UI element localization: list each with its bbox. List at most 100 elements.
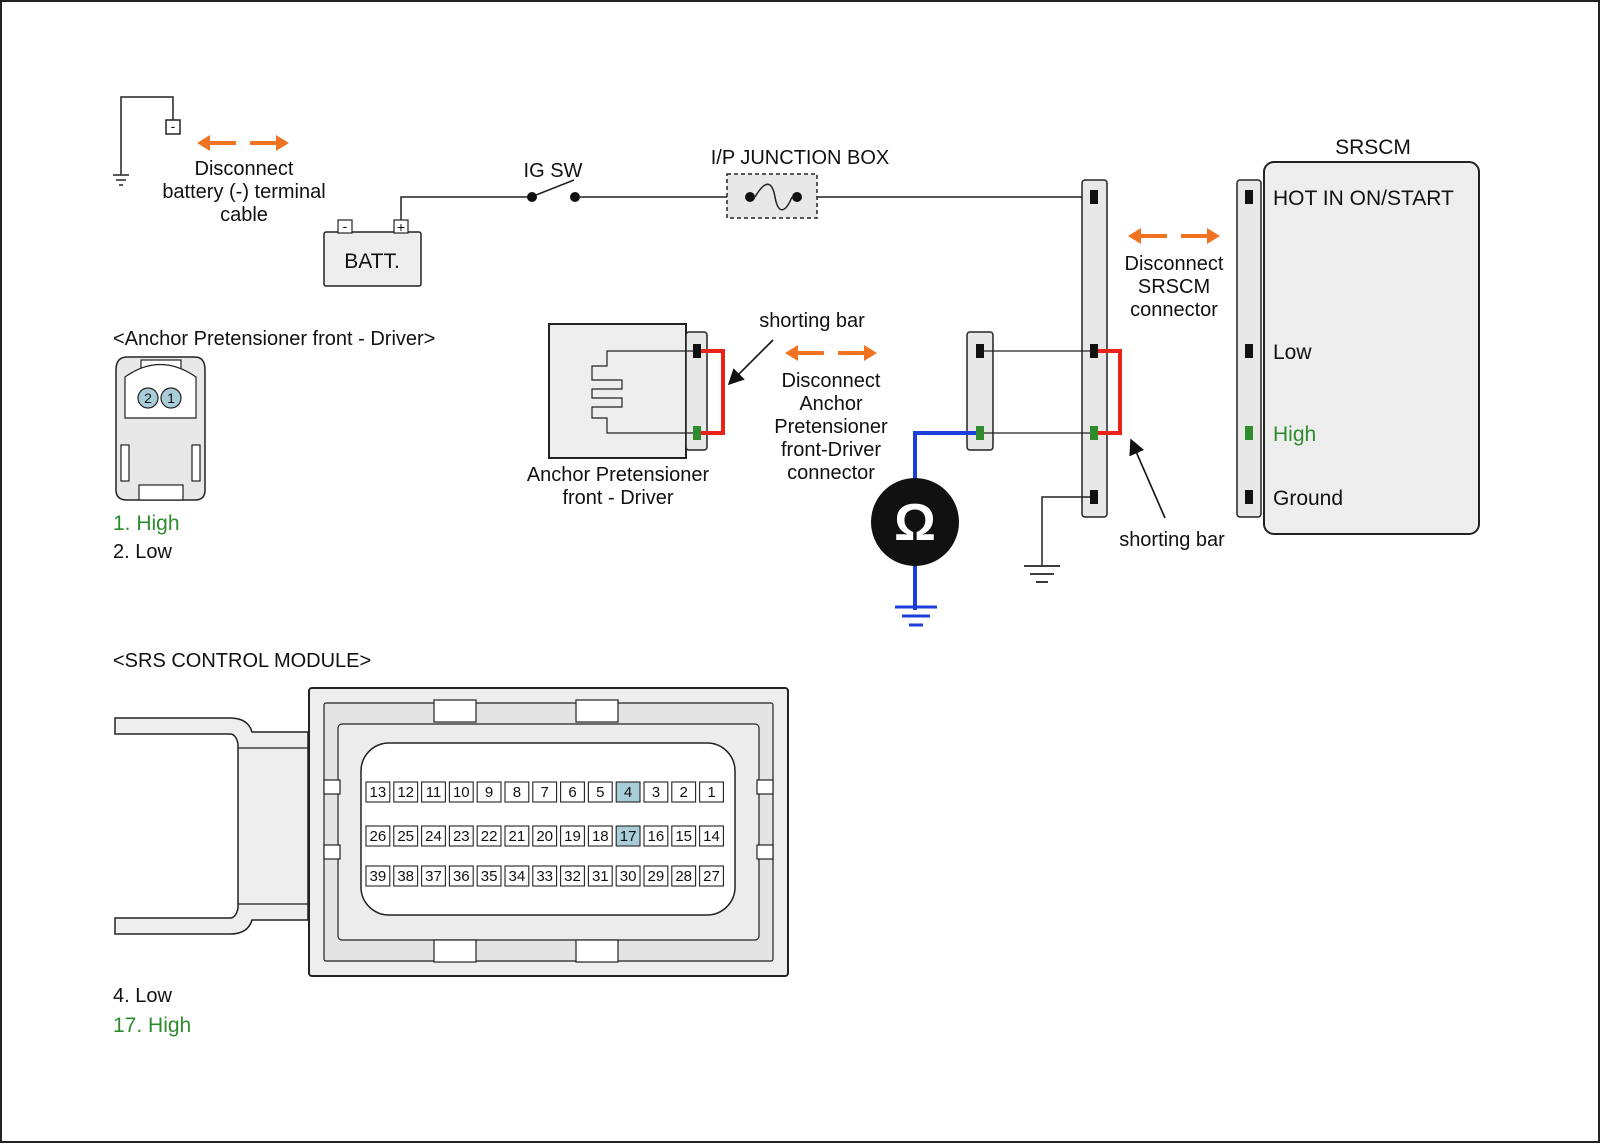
srs-pin-label: 11 [426,784,442,801]
pretensioner-disconnect-arrow [785,345,877,361]
srs-pin-label: 4 [624,784,632,801]
srs-pin-cell [393,825,419,847]
srs-pin-cell [393,781,419,803]
srs-pin-cell [587,781,613,803]
pretensioner-disconnect-line4: front-Driver [781,439,881,461]
srs-pin-cell [504,825,530,847]
srs-pin-label: 25 [397,828,414,845]
srs-pin-label: 9 [485,784,493,801]
battery-label: BATT. [344,250,400,273]
srscm-title: SRSCM [1335,136,1411,159]
srs-pin-label: 27 [703,868,720,885]
shorting-bar-srscm [1098,349,1122,435]
srs-pin-cell [476,865,502,887]
battery-disconnect-arrow [197,135,289,151]
srs-pin-label: 13 [370,784,387,801]
srs-pin-label: 10 [453,784,470,801]
srs-pin-cell [560,825,585,847]
srs-pin-label: 19 [564,828,581,845]
srscm-pin-ground: Ground [1273,487,1343,510]
srs-pin-cell [615,865,641,887]
srs-pin-label: 24 [425,828,442,845]
pretensioner-caption-line2: front - Driver [562,487,673,509]
srs-pin-label: 39 [370,868,387,885]
srs-pin-label: 14 [703,828,720,845]
srs-pin-label: 2 [680,784,688,801]
srscm-pin-low: Low [1273,341,1312,364]
ig-switch [527,179,580,202]
srs-pin-label: 28 [675,868,692,885]
srs-pin-label: 35 [481,868,498,885]
srs-legend-high: 17. High [113,1014,191,1037]
srs-pin-cell [532,825,558,847]
srs-pin-cell [615,781,641,803]
battery-neg-label: - [343,218,348,234]
svg-text:-: - [171,118,176,134]
shorting-bar-label-top: shorting bar [759,310,865,332]
pretensioner-disconnect-line1: Disconnect [782,370,881,392]
srs-pin-cell [504,865,530,887]
srs-pin-cell [671,825,697,847]
srs-pin-label: 15 [675,828,692,845]
srscm-pin-high: High [1273,423,1316,446]
srs-pin-label: 36 [453,868,470,885]
srs-pin-label: 34 [509,868,526,885]
srs-pin-label: 30 [620,868,637,885]
srs-pin-cell [365,825,391,847]
srscm-disconnect-line2: SRSCM [1138,276,1210,298]
srs-pin-cell [448,865,474,887]
srs-pin-cell [448,825,474,847]
srs-pin-cell [587,825,613,847]
srscm-harness-connector [1081,179,1108,518]
srs-pin-label: 5 [596,784,604,801]
srs-pin-cell [699,825,724,847]
srs-pin-cell [504,781,530,803]
pretensioner-component [548,323,708,459]
srs-pin-cell [587,865,613,887]
srs-pin-cell [421,825,446,847]
srs-pin-cell [643,865,669,887]
srs-pin-cell [671,781,697,803]
junction-box [726,173,818,219]
srs-pin-label: 31 [592,868,609,885]
junction-box-label: I/P JUNCTION BOX [711,147,890,169]
battery: - + BATT. [323,218,422,287]
srs-pin-cell [643,825,669,847]
srs-pin-label: 20 [536,828,553,845]
srs-pin-cell [532,781,558,803]
srs-pin-cell [532,865,558,887]
pretensioner-disconnect-line3: Pretensioner [774,416,888,438]
anchor-connector-face: 2 1 [115,356,206,501]
srs-pin-label: 16 [648,828,665,845]
ohm-symbol: Ω [894,494,936,552]
srs-pin-label: 6 [568,784,576,801]
srs-pin-cell [671,865,697,887]
srs-pin-label: 17 [620,828,637,845]
srs-pin-cell [560,781,585,803]
anchor-connector-title: <Anchor Pretensioner front - Driver> [113,328,435,350]
anchor-pin-2: 2 [144,390,152,406]
srs-pin-label: 8 [513,784,521,801]
srs-pin-cell [421,865,446,887]
battery-pos-label: + [397,219,405,235]
srs-pin-label: 33 [536,868,553,885]
pretensioner-harness-connector [966,331,994,451]
srs-pin-label: 32 [564,868,581,885]
srscm-pin-hot: HOT IN ON/START [1273,187,1454,210]
srs-pin-cell [393,865,419,887]
srs-pin-label: 29 [648,868,665,885]
srs-pin-cell [560,865,585,887]
ohmmeter-ground [895,605,937,627]
anchor-pin-1: 1 [167,390,175,406]
srs-pin-label: 3 [652,784,660,801]
srs-pin-cell [643,781,669,803]
srs-pin-label: 37 [425,868,442,885]
srs-pin-label: 22 [481,828,498,845]
battery-disconnect-line2: battery (-) terminal [162,181,325,203]
srs-pin-cell [421,781,446,803]
ohmmeter: Ω [871,478,959,566]
srscm-disconnect-line3: connector [1130,299,1218,321]
srs-pin-label: 7 [541,784,549,801]
